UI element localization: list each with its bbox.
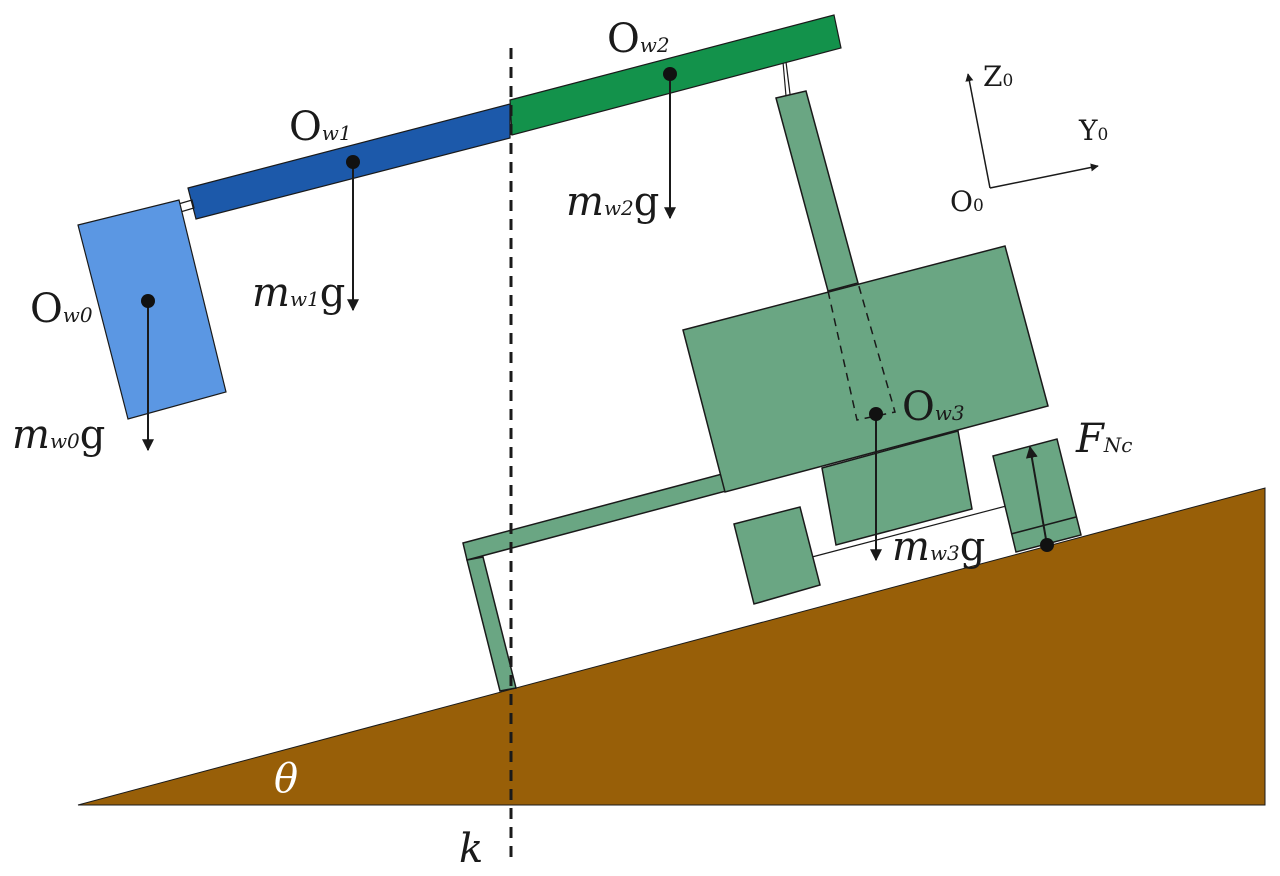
label-fnc: FNc (1075, 416, 1132, 462)
y-axis-arrow (989, 163, 1099, 189)
com-point-w0 (141, 294, 155, 308)
frame-leg (466, 556, 517, 692)
frame-top-bar (462, 473, 727, 561)
track-block (733, 506, 821, 605)
boom-segment-w0 (77, 199, 227, 420)
label-mw2g: mw2g (566, 179, 659, 225)
label-z0: Z0 (983, 60, 1013, 93)
com-point-w3 (869, 407, 883, 421)
ground-slope (77, 487, 1266, 806)
label-theta: θ (274, 756, 298, 802)
com-point-w2 (663, 67, 677, 81)
chassis-link-line (811, 504, 1011, 558)
label-ow3: Ow3 (902, 384, 965, 430)
label-o0: O0 (950, 185, 984, 218)
cab-body (682, 245, 1049, 493)
mast-boom-connector-a (785, 61, 791, 95)
lower-body-block (821, 430, 973, 546)
label-mw1g: mw1g (252, 270, 345, 316)
label-k: k (459, 826, 483, 872)
z-axis-arrow (965, 73, 991, 189)
normal-force-arrow (1025, 445, 1048, 546)
rear-contact-block (992, 438, 1082, 553)
mast-boom-connector-b (782, 61, 787, 97)
mast-column (775, 90, 859, 292)
label-ow1: Ow1 (289, 104, 352, 150)
label-ow2: Ow2 (607, 16, 670, 62)
label-y0: Y0 (1078, 114, 1108, 147)
label-ow0: Ow0 (30, 286, 93, 332)
contact-point-c (1040, 538, 1054, 552)
mast-hidden-dashed (827, 282, 896, 421)
com-point-w1 (346, 155, 360, 169)
label-mw3g: mw3g (892, 524, 985, 570)
label-mw0g: mw0g (12, 412, 105, 458)
boom-w0-connector (174, 199, 195, 214)
